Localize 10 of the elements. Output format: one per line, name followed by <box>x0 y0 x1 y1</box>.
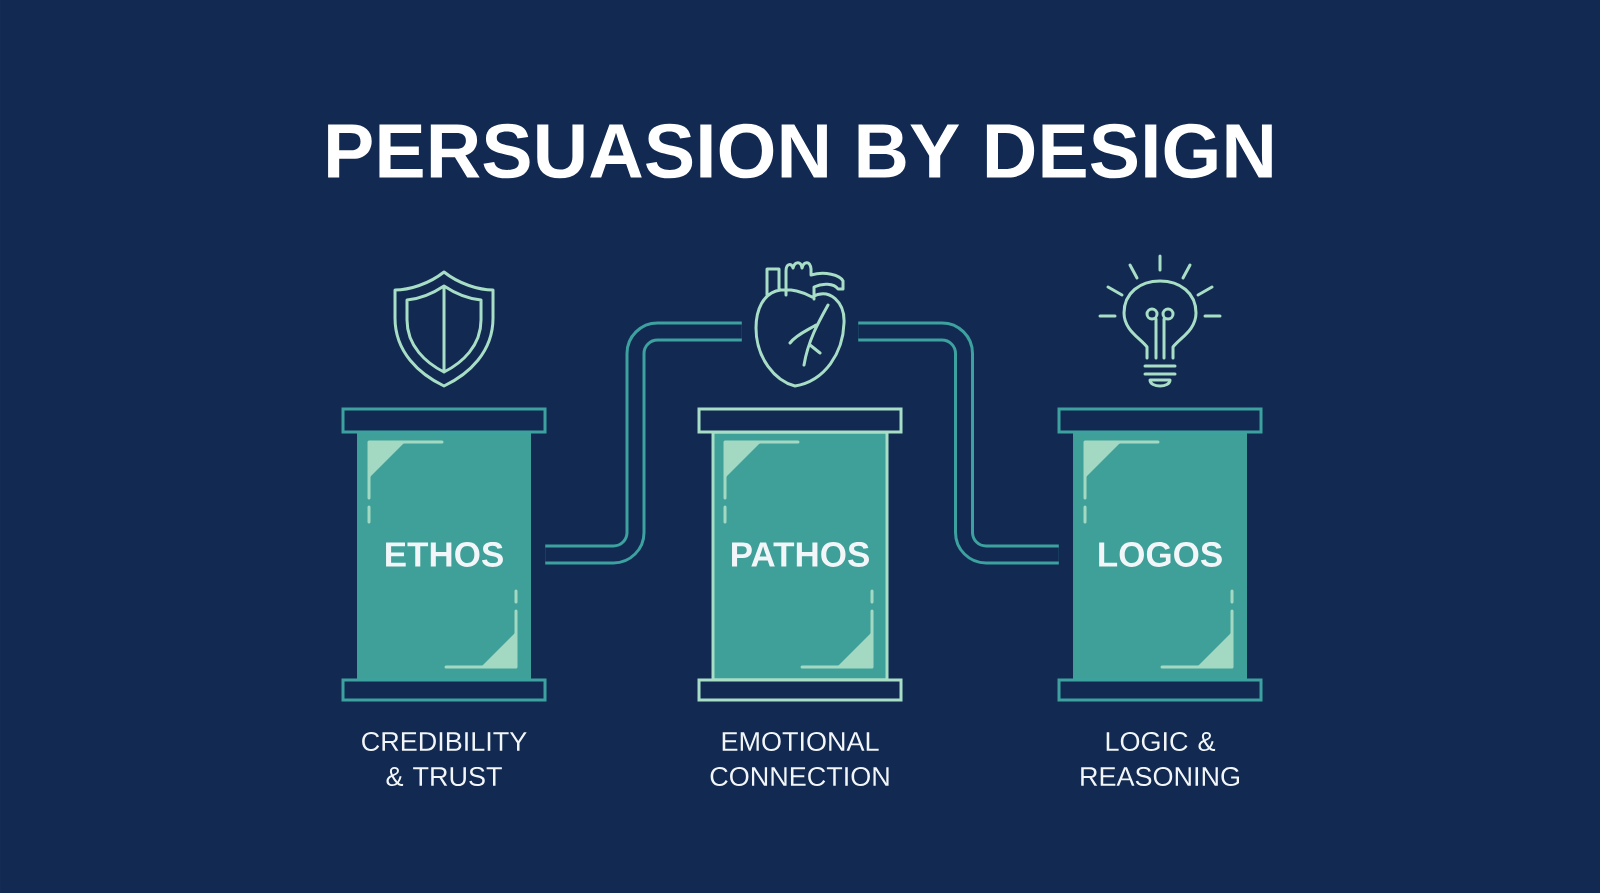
pillar: PATHOS <box>697 407 903 702</box>
pillar: LOGOS <box>1057 407 1263 702</box>
node-label: EMOTIONAL CONNECTION <box>710 731 889 787</box>
node-label: CREDIBILITY & TRUST <box>362 731 527 787</box>
connector <box>858 321 1059 565</box>
node-label: LOGIC & REASONING <box>1081 731 1239 787</box>
title: PERSUASION BY DESIGN <box>328 123 1272 179</box>
connector <box>545 321 742 565</box>
heart-icon <box>754 261 846 388</box>
pillar: ETHOS <box>341 407 547 702</box>
